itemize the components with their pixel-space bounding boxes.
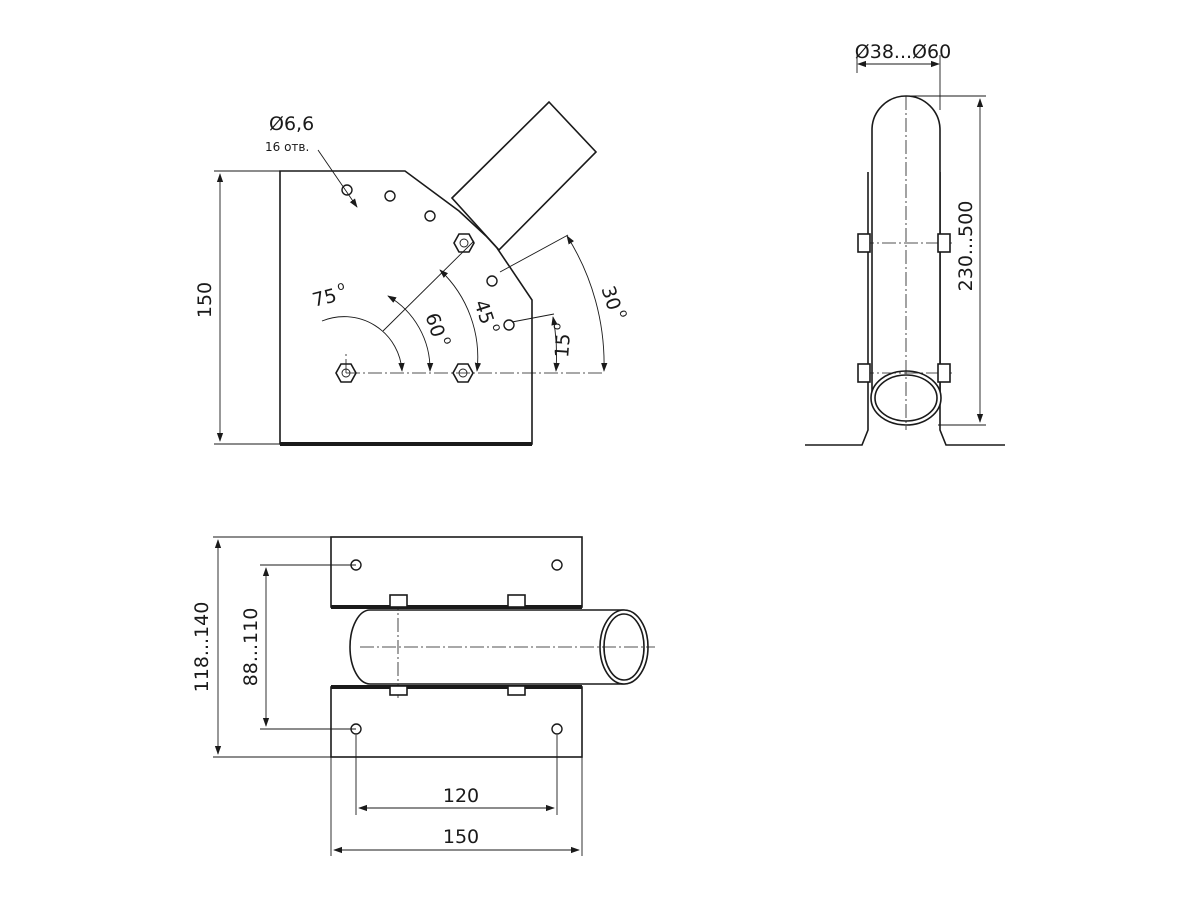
hole-count-label: 16 отв. bbox=[265, 140, 309, 154]
angle-label-30: 30 o bbox=[597, 283, 632, 319]
svg-text:30: 30 bbox=[597, 283, 625, 313]
angle-ray-15 bbox=[511, 313, 555, 323]
mounting-hole bbox=[384, 190, 396, 202]
mounting-hole bbox=[424, 210, 436, 222]
svg-text:o: o bbox=[440, 335, 456, 346]
bolt-head-icon bbox=[507, 685, 526, 696]
angle-arc-45 bbox=[439, 269, 482, 372]
mounting-hole bbox=[551, 559, 563, 571]
side-view bbox=[805, 55, 1005, 446]
pipe-diameter-label: Ø38...Ø60 bbox=[855, 41, 951, 63]
svg-text:o: o bbox=[489, 322, 505, 333]
svg-text:o: o bbox=[549, 322, 563, 330]
mounting-hole bbox=[341, 184, 353, 196]
svg-text:15: 15 bbox=[551, 333, 575, 359]
hole-diameter-label: Ø6,6 bbox=[269, 113, 314, 135]
plate-length-label: 150 bbox=[443, 826, 479, 848]
top-outer-width-label: 118...140 bbox=[191, 602, 213, 693]
hex-nut-icon bbox=[453, 233, 475, 253]
side-height-label: 230...500 bbox=[955, 201, 977, 292]
hole-spacing-label: 120 bbox=[443, 785, 479, 807]
bolt-head-icon bbox=[937, 233, 951, 253]
mounting-hole bbox=[503, 319, 515, 331]
hole-leader-line bbox=[317, 149, 358, 208]
mounting-hole bbox=[551, 723, 563, 735]
front-view bbox=[214, 100, 608, 446]
angle-arc-30 bbox=[566, 235, 608, 372]
bolt-head-icon bbox=[857, 233, 871, 253]
bolt-head-icon bbox=[857, 363, 871, 383]
angle-arc-60 bbox=[387, 295, 434, 372]
mounting-hole bbox=[486, 275, 498, 287]
side-view-left-flange bbox=[805, 172, 869, 446]
bolt-head-icon bbox=[937, 363, 951, 383]
bolt-head-icon bbox=[389, 685, 408, 696]
angle-arc-15 bbox=[551, 316, 560, 372]
front-height-label: 150 bbox=[194, 282, 216, 318]
angle-ray-30 bbox=[499, 234, 569, 273]
svg-text:o: o bbox=[335, 278, 346, 293]
bolt-head-icon bbox=[389, 594, 408, 608]
top-view-upper-plate bbox=[330, 536, 583, 608]
bolt-head-icon bbox=[507, 594, 526, 608]
top-view bbox=[213, 536, 655, 856]
top-inner-width-label: 88...110 bbox=[240, 608, 262, 687]
svg-text:o: o bbox=[616, 308, 632, 319]
top-view-lower-plate bbox=[330, 686, 583, 758]
angle-label-15: 15 o bbox=[549, 322, 575, 359]
